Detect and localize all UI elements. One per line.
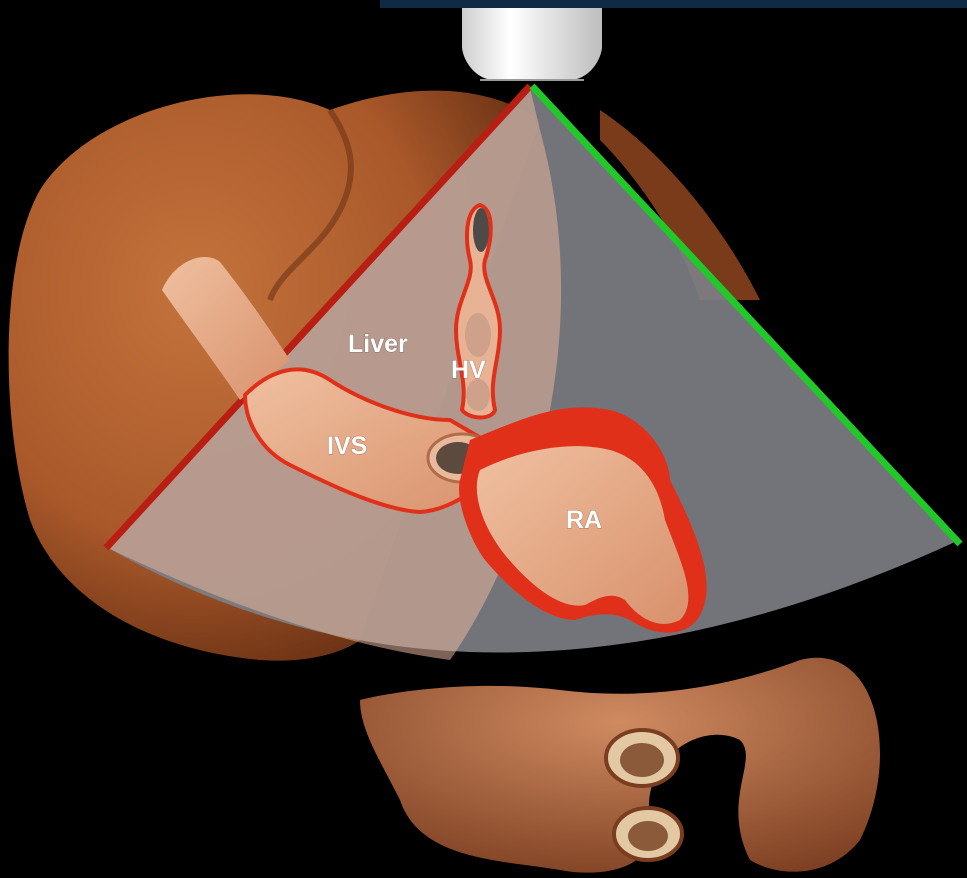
label-ivs: IVS <box>327 432 367 460</box>
hepatic-vein-lumen-upper <box>473 208 489 252</box>
label-liver: Liver <box>348 330 408 358</box>
vessel-lumen-upper <box>620 743 664 777</box>
hepatic-vein-lumen-mid <box>465 313 491 357</box>
label-hepatic-vein: HV <box>451 356 486 384</box>
vessel-lumen-lower <box>628 821 668 851</box>
top-bar <box>380 0 967 8</box>
label-right-atrium: RA <box>566 506 602 534</box>
ultrasound-probe <box>462 8 602 80</box>
